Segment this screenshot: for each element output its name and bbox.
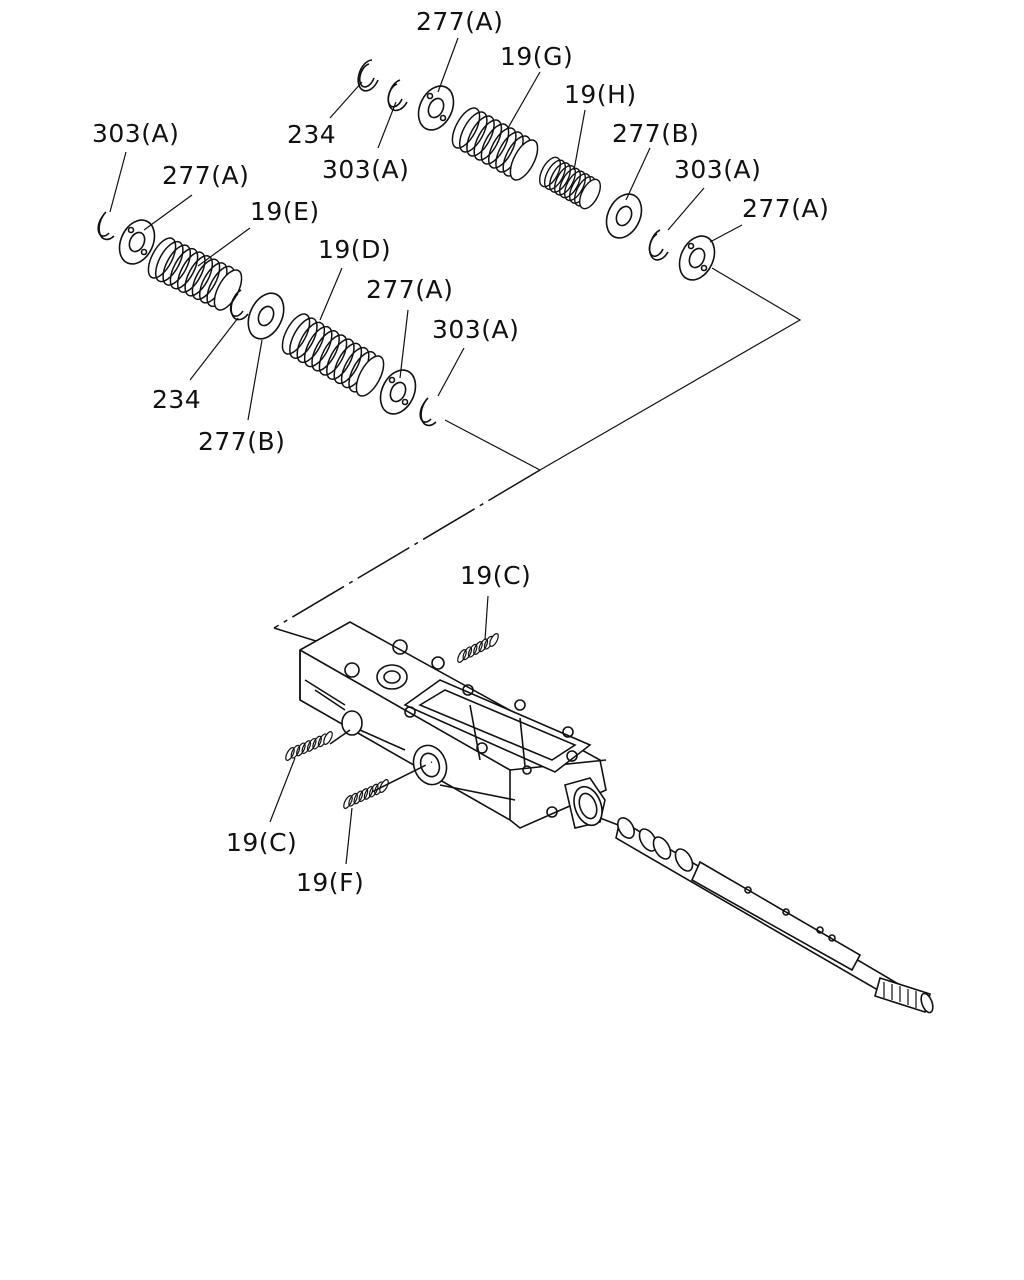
label-303A-top: 303(A): [322, 155, 409, 184]
coil-turn: [343, 795, 353, 809]
coil-turn: [462, 646, 473, 661]
coil-turn: [303, 325, 333, 368]
label-303A-mid: 303(A): [432, 315, 519, 344]
spring-19G[interactable]: [447, 104, 543, 184]
label-277A-mid: 277(A): [366, 275, 453, 304]
retainer-277A-top[interactable]: [412, 80, 460, 135]
coil-turn: [358, 788, 369, 803]
assembly-lines: [273, 267, 802, 651]
label-277A-top: 277(A): [416, 7, 503, 36]
spool-shaft[interactable]: [599, 815, 935, 1014]
coil-turn: [355, 355, 385, 397]
coil-turn: [558, 167, 582, 199]
snap-ring-303A-mid[interactable]: [419, 397, 437, 427]
label-277B-top: 277(B): [612, 119, 699, 148]
label-19H: 19(H): [564, 80, 637, 109]
coil-turn: [348, 792, 358, 807]
coil-turn: [213, 269, 243, 311]
coil-turn: [478, 638, 489, 653]
coil-turn: [296, 742, 306, 757]
coil-turn: [306, 737, 317, 752]
coil-turn: [162, 244, 192, 286]
label-234-top: 234: [287, 120, 336, 149]
label-277B-left: 277(B): [198, 427, 285, 456]
coil-turn: [154, 240, 184, 283]
snap-ring-303A-left[interactable]: [97, 211, 115, 241]
coil-turn: [451, 107, 481, 149]
label-303A-left: 303(A): [92, 119, 179, 148]
label-234-left: 234: [152, 385, 201, 414]
label-19D: 19(D): [318, 235, 391, 264]
retainer-277A-right[interactable]: [673, 230, 721, 285]
coil-turn: [363, 785, 374, 800]
washer-277B-left[interactable]: [241, 287, 290, 344]
coil-turn: [290, 744, 301, 759]
coil-turn: [169, 247, 199, 290]
coil-turn: [473, 641, 483, 655]
coil-turn: [312, 735, 322, 750]
coil-turn: [548, 162, 572, 193]
label-19E: 19(E): [250, 197, 320, 226]
coil-turn: [457, 649, 467, 663]
coil-turn: [578, 178, 602, 210]
coil-turn: [458, 111, 488, 153]
coil-turn: [466, 115, 495, 157]
coil-turn: [296, 321, 326, 364]
coil-turn: [311, 330, 340, 372]
retainer-277A-mid[interactable]: [374, 364, 422, 419]
coil-turn: [368, 783, 379, 798]
coil-turn: [563, 170, 587, 202]
label-303A-right: 303(A): [674, 155, 761, 184]
label-19C-top: 19(C): [460, 561, 531, 590]
coil-turn: [353, 790, 364, 805]
spring-19H[interactable]: [535, 154, 604, 212]
coil-turn: [333, 342, 363, 385]
washer-277B-top[interactable]: [600, 188, 648, 243]
coil-turn: [176, 251, 206, 293]
spring-19C-left[interactable]: [284, 730, 334, 761]
coil-turn: [285, 747, 295, 761]
coil-turn: [301, 740, 312, 755]
label-277A-left: 277(A): [162, 161, 249, 190]
snap-ring-234-top[interactable]: [357, 59, 379, 92]
snap-ring-303A-top[interactable]: [387, 79, 408, 112]
label-19G: 19(G): [500, 42, 573, 71]
coil-turn: [184, 255, 214, 297]
snap-ring-303A-right[interactable]: [648, 229, 669, 261]
retainer-277A-left[interactable]: [113, 214, 161, 269]
coil-turn: [543, 159, 567, 191]
coil-turn: [147, 237, 177, 279]
valve-body[interactable]: [299, 621, 607, 829]
label-277A-right: 277(A): [742, 194, 829, 223]
label-19F: 19(F): [296, 868, 364, 897]
coil-turn: [480, 123, 510, 165]
label-19C-left: 19(C): [226, 828, 297, 857]
coil-turn: [489, 633, 499, 647]
coil-turn: [318, 334, 348, 376]
coil-turn: [326, 338, 355, 380]
centerline-19F: [371, 761, 433, 793]
leader-lines: [109, 37, 743, 865]
coil-turn: [191, 258, 221, 301]
coil-turn: [553, 164, 577, 196]
coil-turn: [487, 127, 517, 169]
part-labels: 277(A) 19(G) 19(H) 234 303(A) 277(B) 303…: [92, 7, 829, 897]
centerline-19C: [329, 729, 351, 745]
coil-turn: [509, 139, 539, 181]
spring-19C-top[interactable]: [456, 632, 500, 663]
coil-turn: [538, 156, 562, 188]
coil-turn: [323, 731, 333, 745]
coil-turn: [473, 119, 503, 161]
coil-turn: [289, 317, 318, 359]
spring-19F[interactable]: [342, 778, 390, 809]
snap-ring-234-left[interactable]: [229, 289, 249, 321]
spring-19D[interactable]: [277, 310, 389, 400]
coil-turn: [467, 643, 478, 658]
coil-turn: [281, 313, 311, 355]
